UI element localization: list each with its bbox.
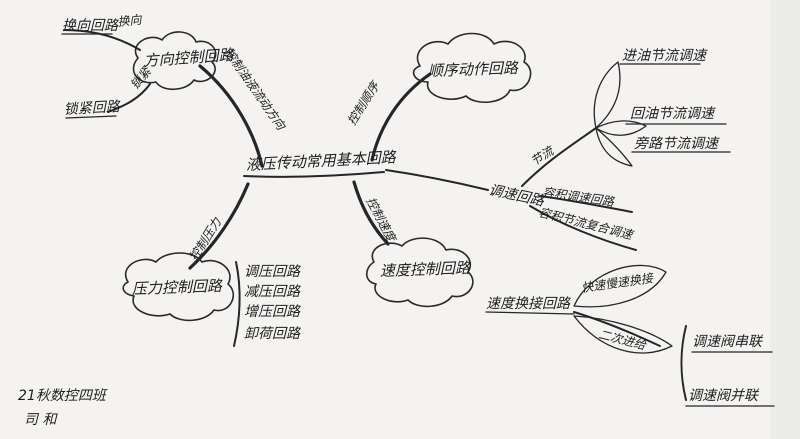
- two-stage-bracket: [680, 325, 687, 401]
- sequence-node-label: 顺序动作回路: [428, 59, 521, 80]
- throttle-method-1: 进油节流调速: [622, 48, 708, 64]
- pressure-cloud: [122, 252, 234, 322]
- edge-direction-locking: [107, 83, 151, 113]
- throttle-edge-label: 节流: [528, 143, 557, 169]
- pressure-child-1: 调压回路: [244, 264, 301, 280]
- leaf-1: [593, 61, 621, 129]
- signature-name: 司 和: [24, 412, 58, 428]
- edge-speed-switching: [573, 311, 661, 347]
- locking-underline: [65, 115, 117, 119]
- reversing-edge-label: 换向: [117, 12, 143, 29]
- edge-direction-reversing: [63, 29, 141, 51]
- center-underline: [243, 171, 385, 178]
- edge-volumetric: [539, 195, 633, 213]
- direction-edge-label: 控制油液流动方向: [222, 46, 289, 133]
- direction-node-label: 方向控制回路: [143, 46, 236, 70]
- two-stage-child-series: 调速阀串联: [692, 334, 764, 350]
- sequence-cloud: [412, 32, 532, 103]
- two-stage-feed-label: 二次进给: [597, 327, 648, 352]
- speed-node-label: 速度控制回路: [380, 259, 473, 280]
- speed-switching-underline: [485, 311, 575, 315]
- pressure-child-2: 减压回路: [244, 284, 301, 300]
- speed-regulation-label: 调速回路: [487, 182, 546, 210]
- volumetric-circuit-label: 容积调速回路: [542, 185, 616, 209]
- sequence-edge-label: 控制顺序: [345, 78, 383, 128]
- pressure-node-label: 压力控制回路: [132, 277, 225, 298]
- throttle-stem: [521, 127, 597, 187]
- fast-slow-switch-label: 快速慢速换接: [580, 271, 655, 295]
- throttle-method-2: 回油节流调速: [630, 106, 716, 122]
- throttle-method-3: 旁路节流调速: [634, 136, 720, 152]
- speed-cloud: [365, 237, 474, 308]
- pressure-child-3: 增压回路: [244, 304, 301, 320]
- pressure-edge-label: 控制压力: [187, 215, 225, 264]
- paper-shadow: [770, 0, 800, 439]
- locking-circuit-label: 锁紧回路: [63, 99, 121, 118]
- fast-slow-leaf: [573, 264, 667, 308]
- pressure-child-4: 卸荷回路: [244, 326, 301, 342]
- edge-center-speed-regulation: [385, 169, 489, 191]
- edge-center-pressure: [188, 182, 250, 270]
- pressure-children-bracket: [233, 261, 241, 347]
- edge-center-speed: [352, 180, 390, 246]
- two-stage-child-parallel: 调速阀并联: [688, 388, 760, 404]
- center-node-label: 液压传动常用基本回路: [245, 148, 398, 174]
- speed-switching-label: 速度换接回路: [486, 296, 571, 312]
- direction-cloud: [132, 31, 217, 91]
- signature-class: 21秋数控四班: [18, 388, 108, 404]
- edge-combined: [529, 205, 637, 251]
- reversing-circuit-label: 换向回路: [62, 18, 119, 34]
- leaf-2: [595, 120, 647, 136]
- two-stage-leaf: [573, 315, 673, 354]
- leaf-3: [595, 127, 633, 167]
